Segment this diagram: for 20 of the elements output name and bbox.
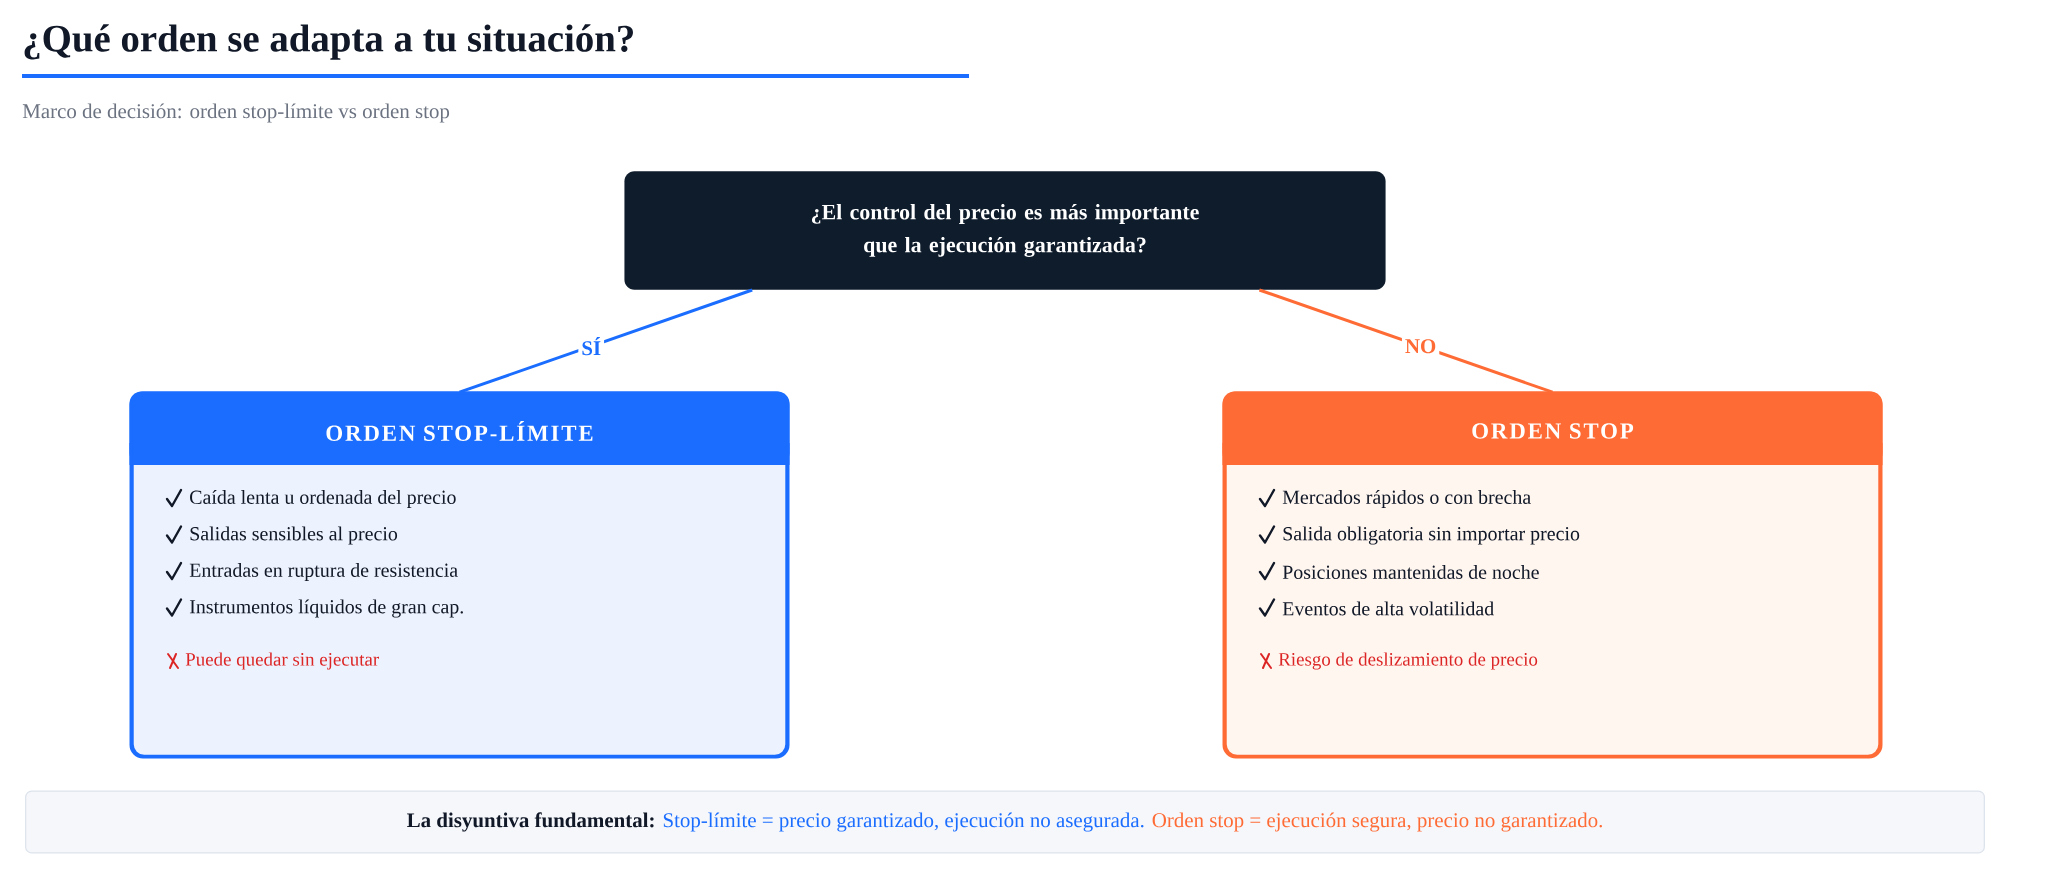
summary-banner: La disyuntiva fundamental: Stop-límite = precio garantizado, ejecución no asegurada. Orden stop = ejecución segura, precio no garantizado. (25, 790, 1985, 854)
list-item: Posiciones mantenidas de noche (1282, 565, 1539, 579)
warning-text: Puede quedar sin ejecutar (185, 652, 379, 670)
question-box: ¿El control del precio es más importante que la ejecución garantizada? (624, 171, 1386, 290)
card-heading: ORDEN STOP-LÍMITE (326, 421, 593, 441)
edge-label: NO (1401, 336, 1440, 357)
title: ¿Qué orden se adapta a tu situación? (24, 24, 633, 60)
list-item: Caída lenta u ordenada del precio (190, 489, 456, 509)
subtitle: Marco de decisión: orden stop-límite vs orden stop (22, 103, 450, 123)
list-item: Instrumentos líquidos de gran cap. (189, 599, 463, 618)
list-item: Salida obligatoria sin importar precio (1283, 526, 1580, 545)
list-item: Salidas sensibles al precio (190, 526, 398, 545)
edge-label: SÍ (578, 334, 605, 359)
list-item: Entradas en ruptura de resistencia (189, 562, 458, 581)
warning-text: Riesgo de deslizamiento de precio (1278, 652, 1538, 670)
card-heading: ORDEN STOP (1472, 423, 1634, 439)
connector-line (459, 288, 753, 394)
list-item: Mercados rápidos o con brecha (1282, 489, 1531, 509)
connector-line (1258, 288, 1553, 394)
list-item: Eventos de alta volatilidad (1282, 601, 1494, 616)
